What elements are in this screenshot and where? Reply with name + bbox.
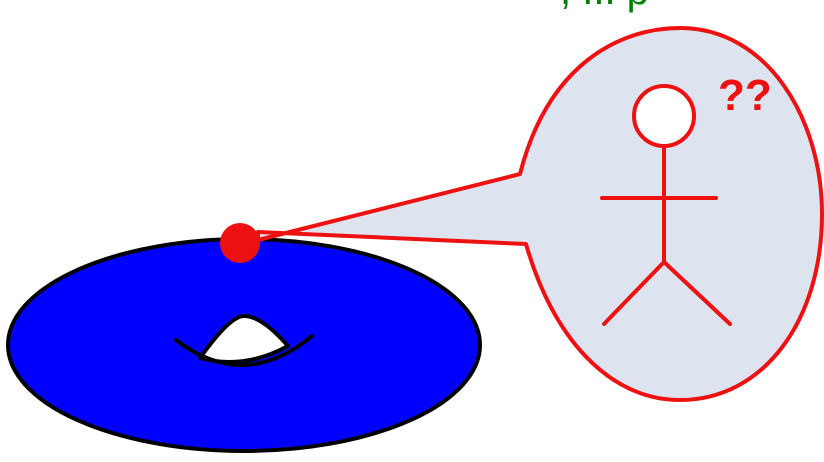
question-marks: ?? xyxy=(718,71,772,120)
stick-figure-head xyxy=(634,86,694,146)
observer-point xyxy=(220,223,260,263)
torus xyxy=(8,239,480,451)
